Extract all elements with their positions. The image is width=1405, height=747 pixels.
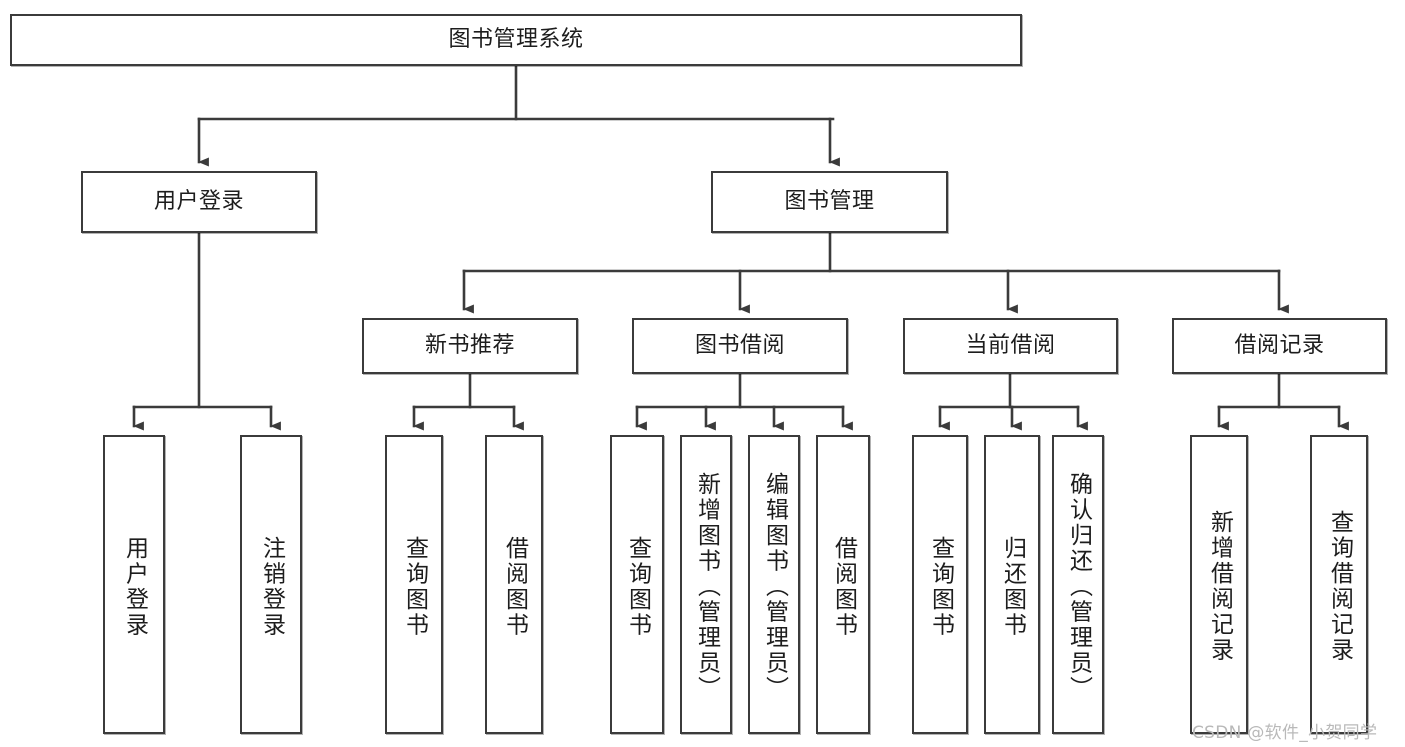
node-level3-0[interactable]: 新书推荐 bbox=[362, 318, 578, 374]
node-leaf-0[interactable]: 用户登录 bbox=[103, 435, 165, 734]
node-label: 借阅图书 bbox=[830, 535, 857, 638]
node-label: 编辑图书（管理员） bbox=[761, 471, 788, 702]
node-leaf-4[interactable]: 查询图书 bbox=[610, 435, 664, 734]
node-level2-1[interactable]: 图书管理 bbox=[711, 171, 948, 233]
node-leaf-9[interactable]: 归还图书 bbox=[984, 435, 1040, 734]
node-label: 查询借阅记录 bbox=[1326, 510, 1353, 663]
node-leaf-5[interactable]: 新增图书（管理员） bbox=[680, 435, 732, 734]
node-label: 新增图书（管理员） bbox=[693, 471, 720, 702]
node-leaf-10[interactable]: 确认归还（管理员） bbox=[1052, 435, 1104, 734]
node-label: 注销登录 bbox=[258, 535, 285, 638]
node-leaf-7[interactable]: 借阅图书 bbox=[816, 435, 870, 734]
node-level2-0[interactable]: 用户登录 bbox=[81, 171, 317, 233]
node-leaf-2[interactable]: 查询图书 bbox=[385, 435, 443, 734]
node-leaf-6[interactable]: 编辑图书（管理员） bbox=[748, 435, 800, 734]
node-label: 图书管理 bbox=[784, 188, 875, 214]
node-label: 查询图书 bbox=[401, 535, 428, 638]
node-label: 归还图书 bbox=[999, 535, 1026, 638]
node-label: 图书借阅 bbox=[694, 332, 785, 358]
node-leaf-1[interactable]: 注销登录 bbox=[240, 435, 302, 734]
node-leaf-3[interactable]: 借阅图书 bbox=[485, 435, 543, 734]
node-leaf-12[interactable]: 查询借阅记录 bbox=[1310, 435, 1368, 734]
node-root-0[interactable]: 图书管理系统 bbox=[10, 14, 1022, 66]
node-level3-1[interactable]: 图书借阅 bbox=[632, 318, 848, 374]
node-label: 查询图书 bbox=[927, 535, 954, 638]
node-label: 借阅记录 bbox=[1234, 332, 1325, 358]
node-label: 新书推荐 bbox=[424, 332, 515, 358]
node-label: 当前借阅 bbox=[965, 332, 1056, 358]
node-label: 借阅图书 bbox=[501, 535, 528, 638]
node-level3-2[interactable]: 当前借阅 bbox=[903, 318, 1118, 374]
node-level3-3[interactable]: 借阅记录 bbox=[1172, 318, 1387, 374]
csdn-watermark: CSDN @软件_小贺同学 bbox=[1192, 723, 1378, 743]
node-label: 用户登录 bbox=[121, 535, 148, 638]
node-leaf-11[interactable]: 新增借阅记录 bbox=[1190, 435, 1248, 734]
node-label: 图书管理系统 bbox=[448, 26, 584, 52]
node-label: 查询图书 bbox=[624, 535, 651, 638]
node-label: 确认归还（管理员） bbox=[1065, 471, 1092, 702]
node-label: 新增借阅记录 bbox=[1206, 510, 1233, 663]
node-label: 用户登录 bbox=[153, 188, 244, 214]
node-leaf-8[interactable]: 查询图书 bbox=[912, 435, 968, 734]
